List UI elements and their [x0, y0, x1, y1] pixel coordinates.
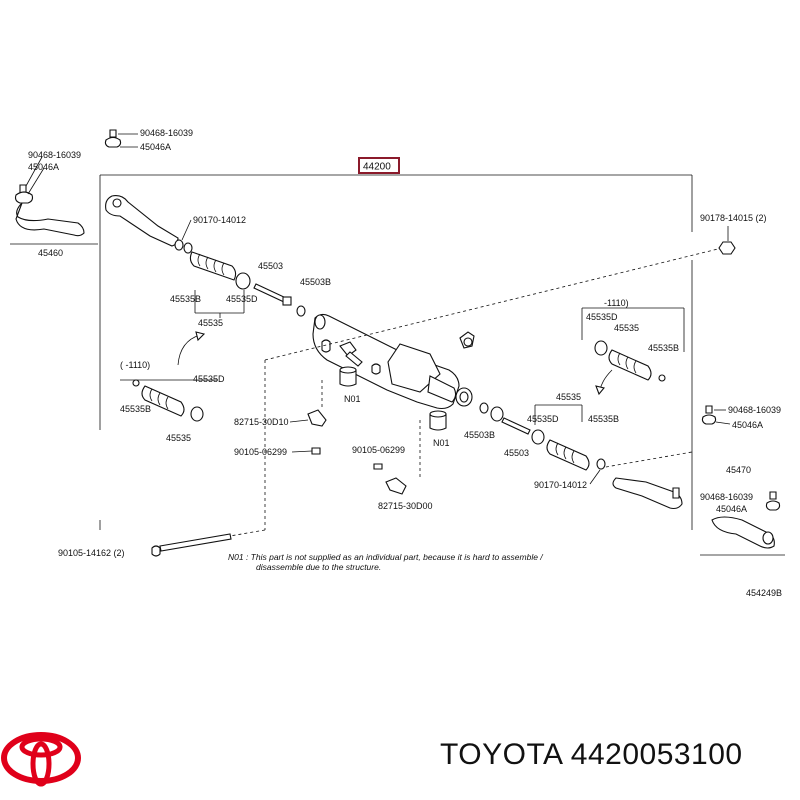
left-bellows-group: 90170-14012 45503 45503B 45535B 45535D 4…	[170, 215, 331, 328]
label-45535d-inset-right: 45535D	[586, 312, 618, 322]
label-90105-06299-a: 90105-06299	[234, 447, 287, 457]
label-45503-a: 45503	[258, 261, 283, 271]
right-bellows-group: 45535 45535D 45535B 45503B 45503 90170-1…	[464, 392, 619, 490]
frame-lines	[10, 174, 785, 556]
label-45460: 45460	[38, 248, 63, 258]
label-45535d-inset-left: 45535D	[193, 374, 225, 384]
label-inset-right-header: -1110)	[604, 298, 629, 308]
label-n01-left: N01	[344, 394, 361, 404]
dashed-leaders	[229, 247, 723, 537]
label-45535d-b: 45535D	[527, 414, 559, 424]
right-tie-rod-end-group: 90468-16039 45046A 45470 90468-16039 450…	[612, 405, 781, 549]
label-45535-inset-right: 45535	[614, 323, 639, 333]
label-90105-06299-b: 90105-06299	[352, 445, 405, 455]
label-45535d-a: 45535D	[226, 294, 258, 304]
label-45535-a: 45535	[198, 318, 223, 328]
label-inset-left-header: ( -1110)	[120, 360, 150, 370]
right-inset-group: -1110) 45535D 45535 45535B	[581, 298, 685, 396]
label-82715-30d00: 82715-30D00	[378, 501, 433, 511]
label-45046a-c: 45046A	[732, 420, 763, 430]
label-45535b-inset-left: 45535B	[120, 404, 151, 414]
label-45503-b: 45503	[504, 448, 529, 458]
label-45503b-b: 45503B	[464, 430, 495, 440]
label-90170-14012-b: 90170-14012	[534, 480, 587, 490]
label-45535-b: 45535	[556, 392, 581, 402]
rack-housing[interactable]	[312, 313, 475, 410]
brand-part-label: TOYOTA 4420053100	[440, 738, 743, 772]
label-45535b-a: 45535B	[170, 294, 201, 304]
label-45503b-a: 45503B	[300, 277, 331, 287]
label-82715-30d10: 82715-30D10	[234, 417, 289, 427]
note-line-2: disassemble due to the structure.	[256, 562, 381, 572]
label-90468-16039-a: 90468-16039	[28, 150, 81, 160]
left-inset-group: ( -1110) 45535D 45535B 45535	[120, 331, 225, 443]
left-tie-rod-end-group: 90468-16039 45046A 45460 90468-16039 450…	[14, 128, 193, 258]
bracket-parts: 82715-30D10 90105-06299 90105-06299 8271…	[234, 409, 433, 511]
label-45535-inset-left: 45535	[166, 433, 191, 443]
toyota-logo-icon	[1, 732, 81, 787]
note-line-1: N01 : This part is not supplied as an in…	[228, 552, 544, 562]
label-90170-14012-a: 90170-14012	[193, 215, 246, 225]
label-45046a-d: 45046A	[716, 504, 747, 514]
right-nut-group: 90178-14015 (2)	[700, 213, 767, 255]
assembly-number-box[interactable]: 44200	[358, 157, 400, 174]
label-90468-16039-d: 90468-16039	[700, 492, 753, 502]
label-90468-16039-c: 90468-16039	[728, 405, 781, 415]
diagram-ref-code: 454249B	[746, 588, 782, 598]
brand-name: TOYOTA	[440, 738, 562, 771]
label-45470: 45470	[726, 465, 751, 475]
mounting-bolt: 90105-14162 (2)	[58, 533, 232, 558]
assembly-number: 44200	[363, 162, 391, 173]
part-number: 4420053100	[570, 738, 743, 771]
n01-parts: N01 N01	[339, 366, 450, 448]
label-90468-16039-b: 90468-16039	[140, 128, 193, 138]
label-45046a-a: 45046A	[28, 162, 59, 172]
label-n01-right: N01	[433, 438, 450, 448]
label-45535b-b: 45535B	[588, 414, 619, 424]
label-90178-14015: 90178-14015 (2)	[700, 213, 767, 223]
label-45535b-inset-right: 45535B	[648, 343, 679, 353]
label-90105-14162: 90105-14162 (2)	[58, 548, 125, 558]
label-45046a-b: 45046A	[140, 142, 171, 152]
footnote: N01 : This part is not supplied as an in…	[228, 552, 544, 572]
